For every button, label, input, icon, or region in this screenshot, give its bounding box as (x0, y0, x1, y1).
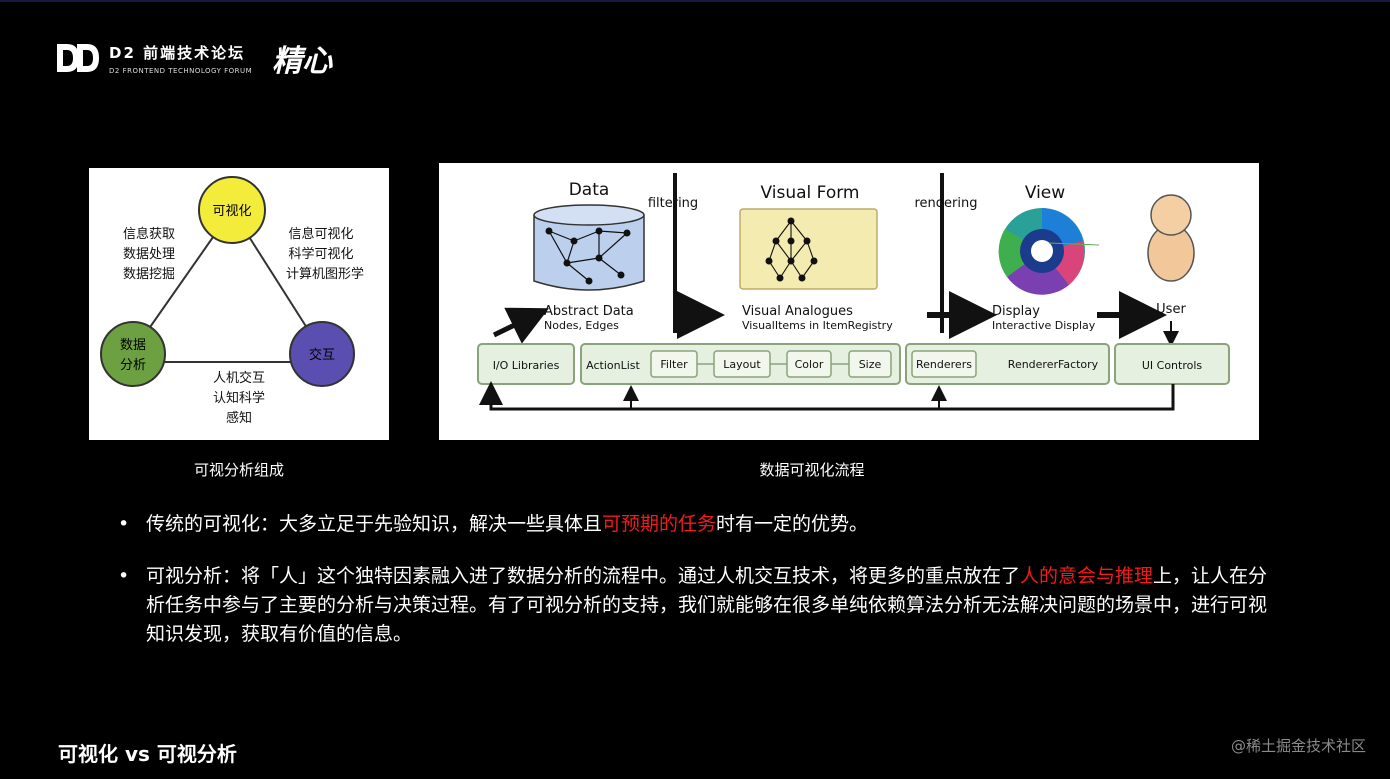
node-data-label-1: 数据 (120, 338, 146, 353)
visual-form-icon (739, 208, 878, 290)
node-visualization-label: 可视化 (212, 204, 251, 219)
node-data-label-2: 分析 (120, 358, 146, 373)
top-border-line (0, 0, 1390, 2)
box-size (848, 350, 892, 378)
bullet-item-traditional-visualization: • 传统的可视化：大多立足于先验知识，解决一些具体且可预期的任务时有一定的优势。 (118, 510, 1278, 539)
box-io-libraries-label: I/O Libraries (493, 359, 560, 372)
user-icon (1147, 194, 1195, 282)
stage-view-title: View (1025, 183, 1065, 203)
bottom-side-label-3: 感知 (226, 410, 252, 426)
bullet-1-text-after: 时有一定的优势。 (716, 513, 869, 535)
left-side-label-3: 数据挖掘 (123, 267, 175, 282)
node-visualization (198, 176, 266, 244)
interactive-display-label: Interactive Display (992, 319, 1096, 332)
d2-logo-icon (57, 44, 99, 72)
bullet-1-text-before: 传统的可视化：大多立足于先验知识，解决一些具体且 (146, 513, 603, 535)
box-renderers (911, 350, 977, 378)
bullet-1-highlight: 可预期的任务 (602, 513, 717, 535)
box-renderers-label: Renderers (916, 358, 972, 371)
brand-script-logo: 精心 (272, 44, 333, 79)
right-side-label-3: 计算机图形学 (286, 266, 364, 282)
visual-analytics-components-diagram: 可视化 数据 分析 交互 信息获取 数据处理 数据挖掘 信息可视化 科学可视化 … (89, 168, 389, 440)
right-side-label-2: 科学可视化 (288, 246, 353, 262)
radial-display-icon (998, 208, 1100, 295)
watermark: @稀土掘金技术社区 (1230, 737, 1366, 755)
visual-analogues-label: Visual Analogues (742, 304, 853, 319)
box-io-libraries (477, 343, 575, 385)
box-ui-controls-label: UI Controls (1142, 359, 1203, 372)
bullet-2-text-before: 可视分析：将「人」这个独特因素融入进了数据分析的流程中。通过人机交互技术，将更多… (146, 565, 1021, 587)
bullet-dot: • (118, 513, 130, 535)
bullet-item-visual-analytics: • 可视分析：将「人」这个独特因素融入进了数据分析的流程中。通过人机交互技术，将… (118, 562, 1278, 649)
box-action-list-label: ActionList (586, 359, 640, 372)
visualization-pipeline-diagram: Data filtering Visual Form rendering Vie… (439, 163, 1259, 440)
arrow-to-data (492, 307, 549, 344)
box-filter (650, 350, 698, 378)
abstract-data-label: Abstract Data (544, 304, 634, 319)
slide-title: 可视化 vs 可视分析 (58, 742, 237, 766)
bullet-dot: • (118, 565, 130, 587)
left-side-label-1: 信息获取 (123, 226, 175, 242)
right-diagram-caption: 数据可视化流程 (759, 461, 865, 479)
rendering-divider (940, 173, 944, 333)
feedback-loop-line (479, 381, 1175, 411)
box-renderer-factory-label: RendererFactory (1008, 358, 1099, 371)
display-label: Display (992, 304, 1040, 319)
visual-items-label: VisualItems in ItemRegistry (742, 319, 893, 332)
box-layout (713, 350, 771, 378)
bottom-side-label-1: 人机交互 (213, 370, 265, 386)
stage-rendering-label: rendering (915, 196, 978, 211)
box-filter-label: Filter (660, 358, 688, 371)
box-layout-label: Layout (723, 358, 761, 371)
bullet-list: • 传统的可视化：大多立足于先验知识，解决一些具体且可预期的任务时有一定的优势。… (118, 510, 1278, 672)
nodes-edges-label: Nodes, Edges (544, 319, 619, 332)
filtering-divider (673, 173, 677, 333)
box-color (786, 350, 832, 378)
left-side-label-2: 数据处理 (123, 247, 175, 262)
box-color-label: Color (795, 358, 824, 371)
bullet-2-highlight: 人的意会与推理 (1020, 565, 1154, 587)
stage-data-title: Data (569, 180, 610, 200)
node-interaction-label: 交互 (309, 347, 335, 363)
box-size-label: Size (859, 358, 882, 371)
node-interaction (289, 321, 355, 387)
user-label: User (1156, 302, 1186, 317)
stage-visual-form-title: Visual Form (761, 183, 860, 203)
brand-title: D2 前端技术论坛 (109, 43, 246, 62)
left-diagram-caption: 可视分析组成 (193, 461, 284, 479)
brand-logo: D2 前端技术论坛 D2 FRONTEND TECHNOLOGY FORUM 精… (55, 36, 332, 80)
bullet-2-text-after: 上，让人在分析任务中参与了主要的分析与决策过程。有了可视分析的支持，我们就能够在… (146, 565, 1268, 645)
right-side-label-1: 信息可视化 (288, 226, 353, 242)
bottom-side-label-2: 认知科学 (213, 390, 265, 406)
database-icon (533, 204, 645, 291)
node-data-analysis (100, 321, 166, 387)
brand-subtitle: D2 FRONTEND TECHNOLOGY FORUM (109, 66, 253, 75)
